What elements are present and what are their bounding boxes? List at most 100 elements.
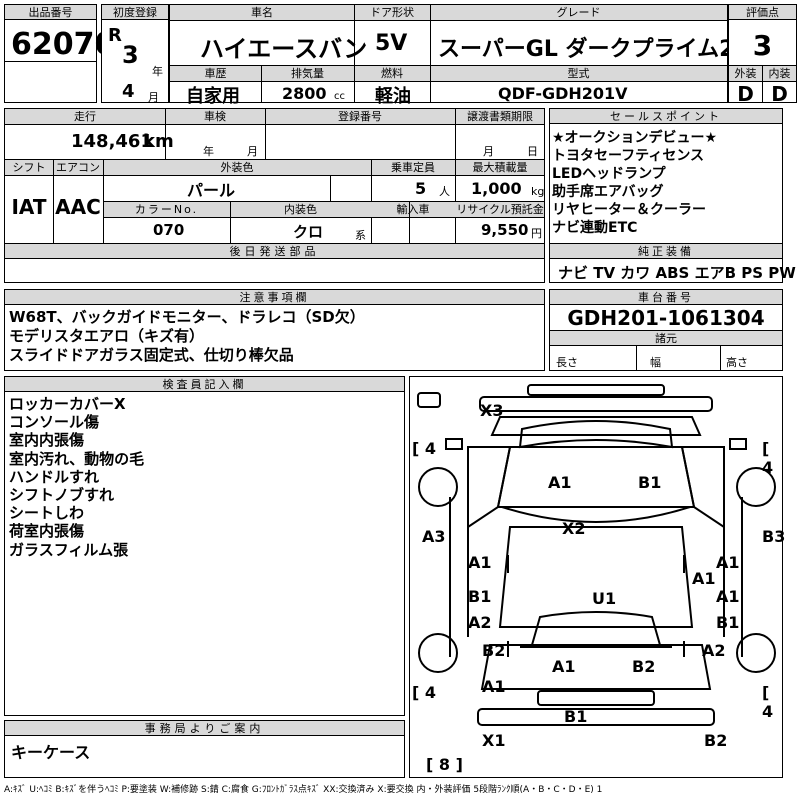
damage-mark: A1	[548, 473, 572, 492]
capacity: 5	[415, 179, 427, 198]
inspector-label: 検査員記入欄	[5, 377, 404, 392]
sales-point-item: ナビ連動ETC	[552, 220, 638, 236]
office-text: キーケース	[11, 743, 91, 762]
import-label: 輸入車	[396, 203, 430, 216]
damage-mark: B1	[716, 613, 740, 632]
chassis-number: GDH201-1061304	[567, 306, 765, 330]
sales-point-item: ★オークションデビュー★	[552, 130, 718, 146]
month-unit: 月	[148, 91, 159, 104]
inspector-note-line: シフトノブすれ	[9, 486, 115, 505]
damage-mark: A1	[468, 553, 492, 572]
tire-front-right: [ 4	[762, 439, 774, 477]
length-label: 長さ	[556, 356, 578, 369]
tire-spare: [ 8 ]	[426, 755, 463, 774]
height-label: 高さ	[726, 356, 748, 369]
model-label: 型式	[567, 67, 590, 80]
displacement: 2800	[282, 84, 327, 103]
chassis-block: 車台番号 GDH201-1061304 諸元 長さ 幅 高さ	[549, 289, 783, 371]
inspector-note-line: コンソール傷	[9, 413, 100, 432]
lot-number-label: 出品番号	[5, 5, 96, 20]
score-cell: 評価点 3 外装 内装 D D	[728, 4, 797, 106]
transfer-month-unit: 月	[483, 145, 494, 158]
sales-point-item: リヤヒーター＆クーラー	[552, 202, 706, 218]
damage-mark: X3	[480, 401, 504, 420]
mileage-unit: km	[143, 131, 174, 152]
lot-number-cell: 出品番号 62070	[4, 4, 115, 103]
score-label: 評価点	[729, 5, 796, 20]
notes-label: 注意事項欄	[5, 290, 544, 305]
shift-label: シフト	[12, 161, 46, 174]
damage-mark: A1	[716, 587, 740, 606]
capacity-unit: 人	[439, 185, 450, 198]
tire-front-left: [ 4	[412, 439, 437, 458]
damage-mark: B2	[704, 731, 728, 750]
damage-mark: U1	[592, 589, 617, 608]
wheel-front-left-icon	[418, 467, 458, 507]
reg-month: 4	[122, 81, 135, 102]
chassis-label: 車台番号	[550, 290, 782, 305]
grade-label: グレード	[556, 6, 601, 19]
capacity-label: 乗車定員	[391, 161, 435, 174]
transfer-label: 譲渡書類期限	[467, 110, 533, 123]
ac-label: エアコン	[56, 161, 100, 174]
reg-year: 3	[122, 41, 139, 69]
tire-rear-left: [ 4	[412, 683, 437, 702]
inspector-note-line: ガラスフィルム張	[9, 540, 129, 559]
inspector-note-line: ロッカーカバーX	[9, 395, 126, 413]
exterior-grade: D	[737, 82, 754, 106]
score: 3	[752, 29, 773, 62]
spec-label: 諸元	[550, 331, 782, 346]
damage-mark: B1	[564, 707, 588, 726]
door-type: 5V	[375, 31, 408, 56]
inspector-note-line: 室内汚れ、動物の毛	[9, 449, 145, 468]
width-label: 幅	[650, 356, 661, 369]
note-line: スライドドアガラス固定式、仕切り棒欠品	[9, 346, 294, 364]
color-no: 070	[153, 221, 185, 239]
inspection-label: 車検	[204, 110, 226, 123]
damage-mark: B1	[468, 587, 492, 606]
load-unit: kg	[531, 185, 545, 198]
fuel: 軽油	[375, 86, 411, 107]
damage-mark: B2	[482, 641, 506, 660]
year-unit: 年	[152, 65, 163, 78]
note-line: モデリスタエアロ（キズ有）	[9, 327, 205, 345]
door-label: ドア形状	[370, 6, 414, 19]
color-no-label: カラーNo.	[134, 203, 199, 216]
mileage-label: 走行	[74, 110, 96, 123]
damage-mark: B1	[638, 473, 662, 492]
name-label: 車名	[251, 6, 273, 19]
recycle-deposit: 9,550	[481, 221, 529, 239]
note-line: W68T、バックガイドモニター、ドラレコ（SD欠）	[9, 308, 365, 326]
recycle-label: リサイクル預託金	[456, 203, 544, 216]
later-parts-label: 後日発送部品	[5, 244, 544, 259]
detail-block: 走行 車検 登録番号 譲渡書類期限 148,461 km 年 月 月 日 シフト…	[4, 108, 545, 283]
fuel-label: 燃料	[381, 67, 403, 80]
notes-list: W68T、バックガイドモニター、ドラレコ（SD欠）モデリスタエアロ（キズ有）スラ…	[9, 308, 365, 365]
model-code: QDF-GDH201V	[498, 84, 628, 103]
damage-mark: A2	[702, 641, 726, 660]
vehicle-info-cell: 車名 ドア形状 グレード ハイエースバン 5V スーパーGL ダークプライム2 …	[169, 4, 734, 107]
damage-mark: A2	[468, 613, 492, 632]
displacement-label: 排気量	[291, 67, 324, 80]
inspector-note-line: ハンドルすれ	[9, 467, 100, 486]
wheel-rear-right-icon	[736, 633, 776, 673]
damage-mark: A3	[422, 527, 446, 546]
sales-point-item: LEDヘッドランプ	[552, 166, 666, 182]
first-registration-label: 初度登録	[102, 5, 168, 20]
inspector-note-line: 荷室内張傷	[9, 522, 85, 541]
damage-mark: A1	[552, 657, 576, 676]
load-label: 最大積載量	[472, 161, 528, 174]
damage-mark: A1	[716, 553, 740, 572]
grade: スーパーGL ダークプライム2	[438, 37, 735, 62]
car-outline	[417, 384, 747, 726]
genuine-equipment-label: 純正装備	[550, 244, 782, 259]
damage-diagram: [ 4 [ 4 [ 4 [ 4 [ 8 ] X3 A1 B1 X2 A3 B3 …	[409, 376, 785, 778]
damage-mark: A1	[482, 677, 506, 696]
transfer-day-unit: 日	[527, 145, 538, 158]
header-block: 出品番号 62070 初度登録 R 3 年 4 月 車名 ドア形状 グレード ハ…	[4, 4, 797, 107]
damage-mark: X2	[562, 519, 586, 538]
sales-point-item: 助手席エアバッグ	[552, 184, 664, 200]
